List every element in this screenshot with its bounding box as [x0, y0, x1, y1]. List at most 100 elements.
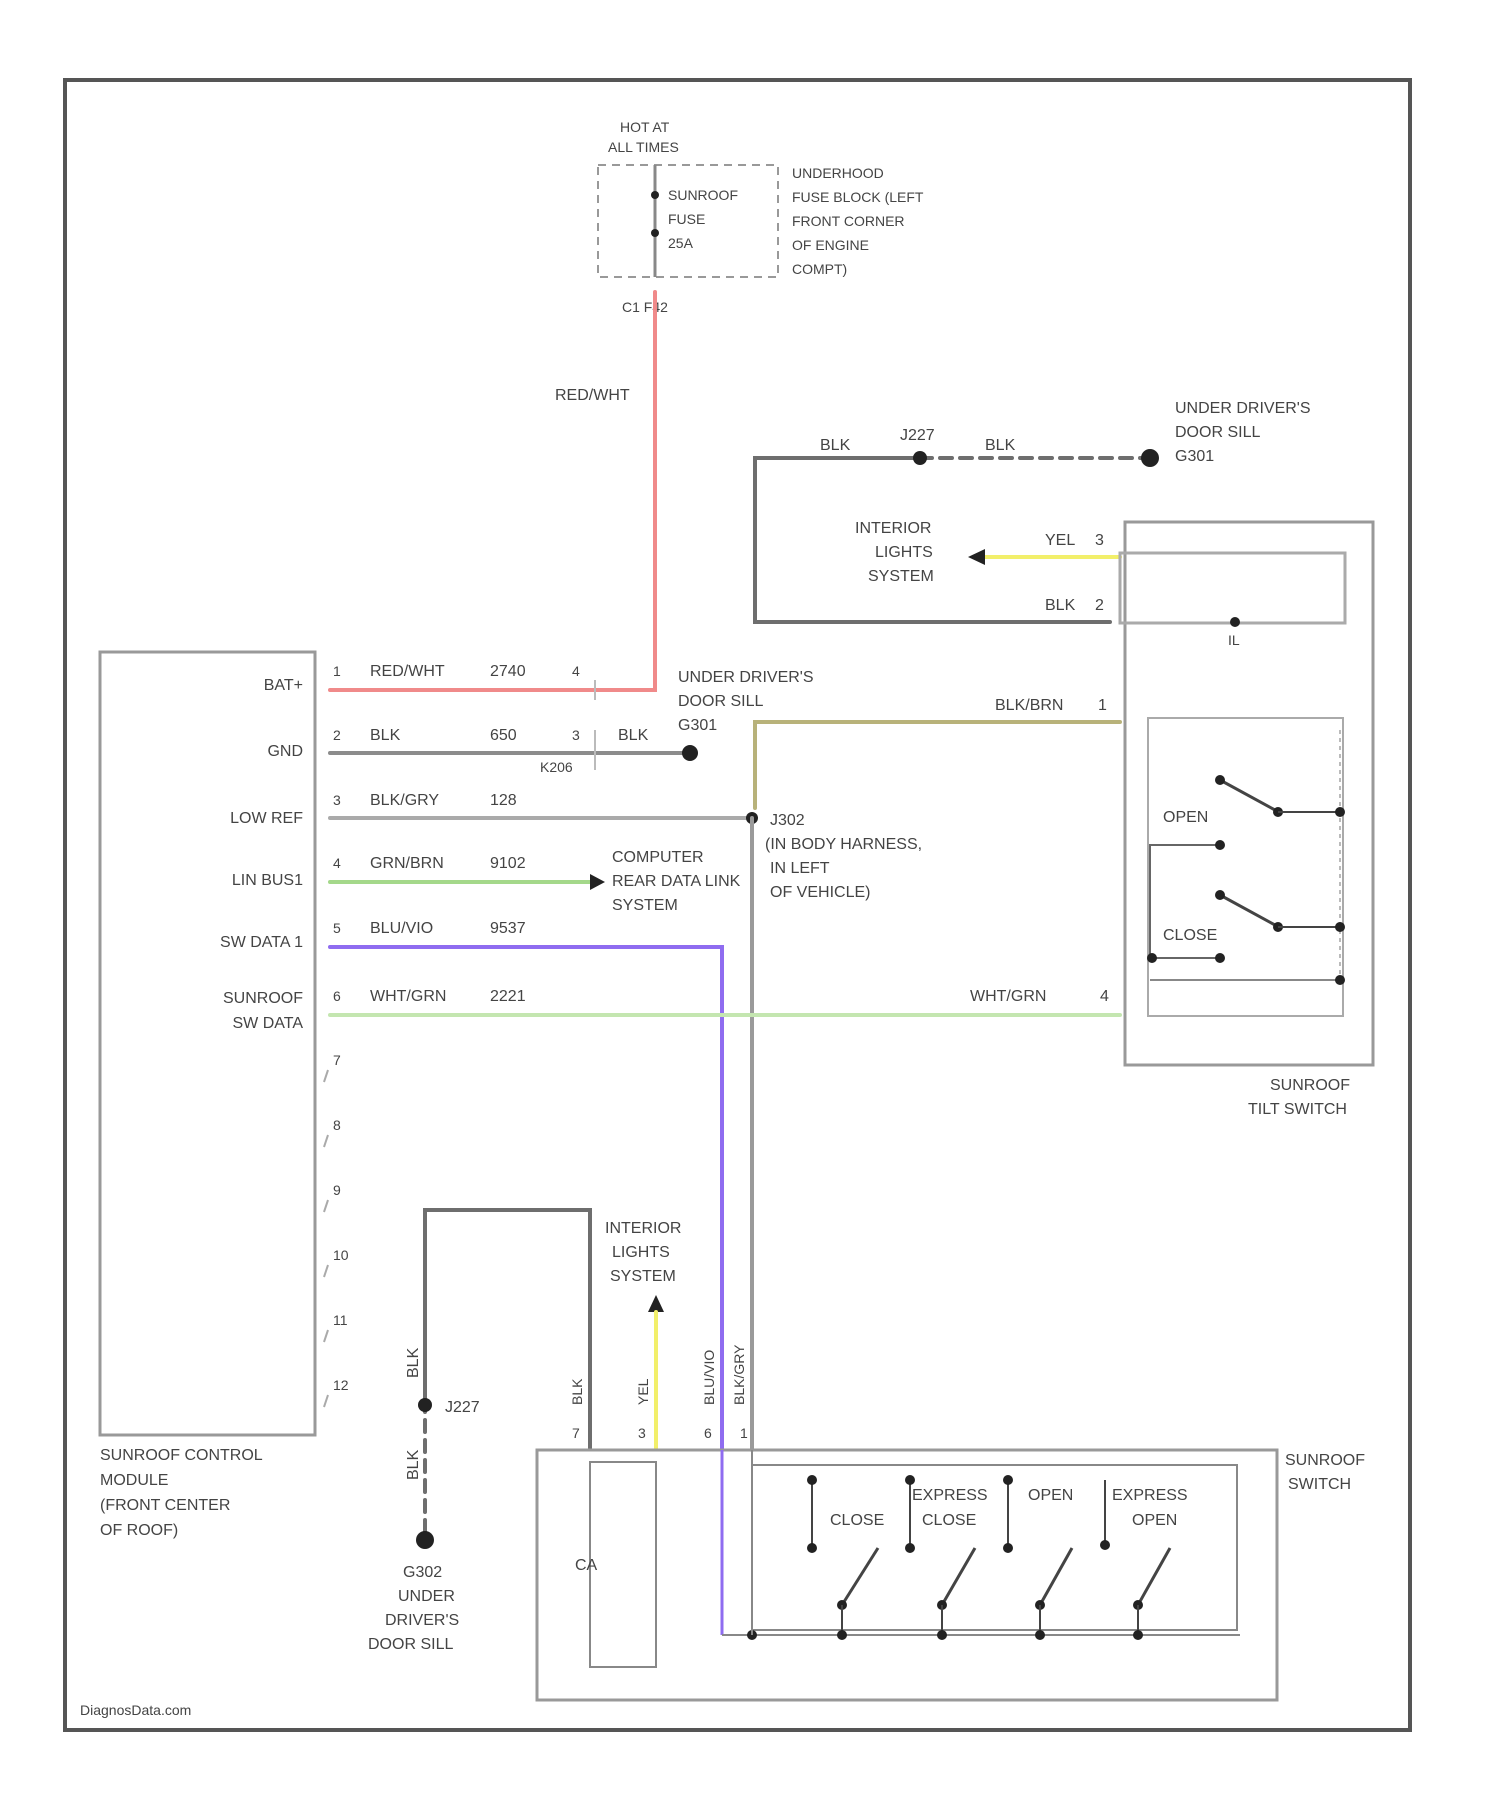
ground-top-splice: J227 [900, 427, 935, 444]
switch-xopen-bus-node [1133, 1630, 1143, 1640]
bottom-pin-yel: 3 [638, 1425, 646, 1441]
lin-wire-color: GRN/BRN [370, 855, 444, 872]
lowref-pin: 3 [333, 792, 341, 808]
bottom-pin-blkgry: 1 [740, 1425, 748, 1441]
bat-circuit: 2740 [490, 663, 526, 680]
sunroofdata-circuit: 2221 [490, 988, 526, 1005]
tilt-blkbrn-label: BLK/BRN [995, 697, 1063, 714]
tilt-switch-inner [1148, 718, 1343, 1016]
lowref-splice: J302 [770, 812, 805, 829]
gnd-circuit: 650 [490, 727, 517, 744]
switch-xclose-contact [905, 1543, 915, 1553]
interior-lights-bottom-arrow [648, 1295, 664, 1312]
sunroof-switch-name-1: SUNROOF [1285, 1452, 1365, 1469]
tilt-switch-outline [1125, 522, 1373, 1065]
bottom-pin-blk: 7 [572, 1425, 580, 1441]
gnd-wire-color: BLK [370, 727, 401, 744]
fuse-block-label-4: OF ENGINE [792, 237, 869, 253]
empty-pin-7: 7 [333, 1052, 341, 1068]
module-pin-gnd: GND [267, 743, 303, 760]
switch-close-blade [842, 1548, 878, 1605]
fuse-block-label-5: COMPT) [792, 261, 847, 277]
fuse-block-label-1: UNDERHOOD [792, 165, 884, 181]
empty-pin-10: 10 [333, 1247, 349, 1263]
bottom-wire-blkgry-label: BLK/GRY [731, 1344, 747, 1405]
tilt-open-node [1335, 807, 1345, 817]
tilt-blk-label: BLK [1045, 597, 1076, 614]
interior-lights-bottom-1: INTERIOR [605, 1220, 681, 1237]
switch-close-top-node [807, 1475, 817, 1485]
module-pin-bat: BAT+ [264, 677, 303, 694]
tilt-blkbrn-pin: 1 [1098, 697, 1107, 714]
blkbrn-wire [755, 722, 1120, 808]
switch-xopen-blade [1138, 1548, 1170, 1605]
sunroof-switch-name-2: SWITCH [1288, 1476, 1351, 1493]
gnd-loc-2: DOOR SILL [678, 693, 763, 710]
bottom-wire-yel-label: YEL [635, 1378, 651, 1405]
module-name-3: (FRONT CENTER [100, 1497, 230, 1514]
splice-j227-top [913, 451, 927, 465]
module-pin-lin: LIN BUS1 [232, 872, 303, 889]
gnd-g301-point [682, 745, 698, 761]
fuse-block-label-3: FRONT CORNER [792, 213, 905, 229]
switch-xclose-label-1: EXPRESS [912, 1487, 988, 1504]
interior-lights-right-2: LIGHTS [875, 544, 933, 561]
ground-top-blk1: BLK [820, 437, 851, 454]
lowref-loc-2: IN LEFT [770, 860, 830, 877]
fuse-block-label-2: FUSE BLOCK (LEFT [792, 189, 924, 205]
gnd-loc-3: G301 [678, 717, 717, 734]
tilt-yel-label: YEL [1045, 532, 1075, 549]
sunroofdata-pin: 6 [333, 988, 341, 1004]
fuse-label-3: 25A [668, 235, 694, 251]
bottom-blk-bottom-label: BLK [405, 1449, 422, 1480]
switch-open-label: OPEN [1028, 1487, 1073, 1504]
bottom-pin-bluvio: 6 [704, 1425, 712, 1441]
tilt-close-node-right [1215, 953, 1225, 963]
switch-close-label: CLOSE [830, 1512, 884, 1529]
hot-label-2: ALL TIMES [608, 139, 679, 155]
switch-xopen-contact [1100, 1540, 1110, 1550]
switch-close-bus-node [837, 1630, 847, 1640]
sunroofdata-right-color: WHT/GRN [970, 988, 1046, 1005]
module-pin-sunroof-2: SW DATA [232, 1015, 303, 1032]
module-outline [100, 652, 315, 1435]
tilt-close-label: CLOSE [1163, 927, 1217, 944]
switch-express-open: EXPRESS OPEN [1100, 1480, 1188, 1640]
tilt-blk-pin: 2 [1095, 597, 1104, 614]
fuse-label-2: FUSE [668, 211, 705, 227]
module-pin-swdata1: SW DATA 1 [220, 934, 303, 951]
tilt-open-label: OPEN [1163, 809, 1208, 826]
g302-loc-3: DRIVER'S [385, 1612, 459, 1629]
fuse-connector-label: C1 F42 [622, 299, 668, 315]
lowref-wire-color: BLK/GRY [370, 792, 439, 809]
tilt-switch-il-loop [1120, 553, 1345, 623]
interior-lights-right-3: SYSTEM [868, 568, 934, 585]
ground-g302 [416, 1531, 434, 1549]
switch-xclose-bus-node [937, 1630, 947, 1640]
switch-xclose-blade [942, 1548, 975, 1605]
swdata1-pin: 5 [333, 920, 341, 936]
gnd-splice: K206 [540, 759, 573, 775]
lin-pin: 4 [333, 855, 341, 871]
switch-xopen-label-2: OPEN [1132, 1512, 1177, 1529]
ground-top-blk2: BLK [985, 437, 1016, 454]
sunroof-control-module: BAT+ GND LOW REF LIN BUS1 SW DATA 1 SUNR… [100, 652, 315, 1539]
empty-pin-stubs [324, 1070, 328, 1407]
swdata1-wire-color: BLU/VIO [370, 920, 433, 937]
interior-lights-right-arrow [968, 549, 985, 565]
switch-open-blade [1040, 1548, 1072, 1605]
switch-express-close: EXPRESS CLOSE [905, 1475, 988, 1640]
lin-dest-2: REAR DATA LINK [612, 873, 741, 890]
module-name-1: SUNROOF CONTROL [100, 1447, 263, 1464]
hot-label-1: HOT AT [620, 119, 670, 135]
g302-loc-4: DOOR SILL [368, 1636, 453, 1653]
tilt-close-switch-blade [1220, 895, 1275, 925]
swdata1-circuit: 9537 [490, 920, 526, 937]
tilt-yel-pin: 3 [1095, 532, 1104, 549]
ca-label: CA [575, 1557, 598, 1574]
interior-lights-bottom-3: SYSTEM [610, 1268, 676, 1285]
switch-close-contact [807, 1543, 817, 1553]
lin-dest-3: SYSTEM [612, 897, 678, 914]
gnd-pin: 2 [333, 727, 341, 743]
